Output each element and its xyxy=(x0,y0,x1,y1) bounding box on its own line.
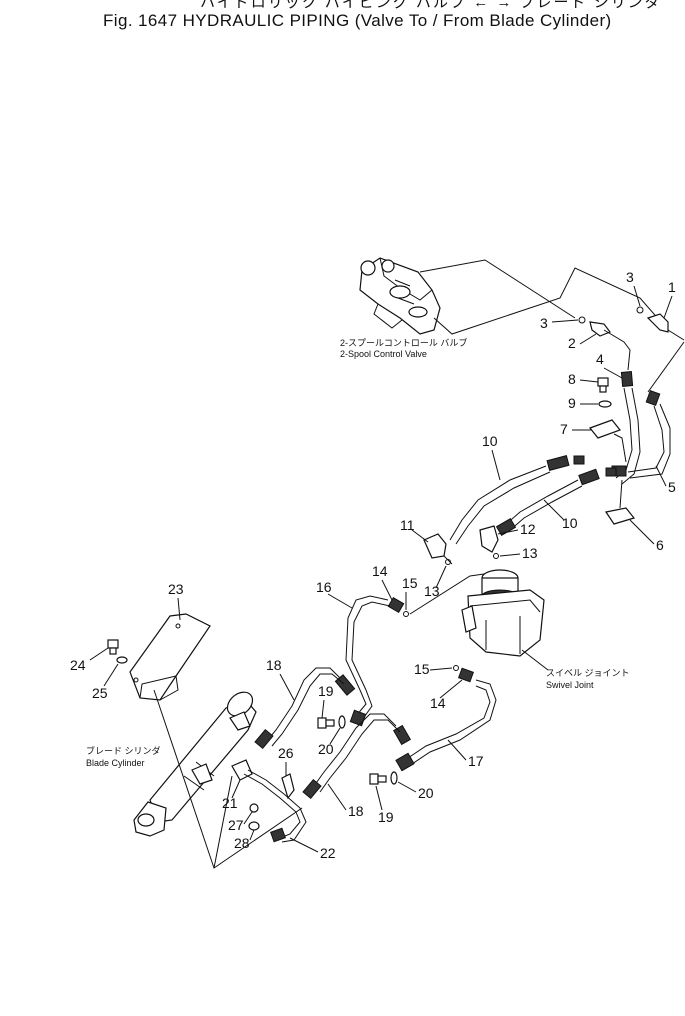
callout-4: 4 xyxy=(596,351,604,367)
elbow-11 xyxy=(423,533,447,559)
swivel-joint-label: Swivel Joint xyxy=(546,680,594,690)
callout-27: 27 xyxy=(228,817,244,833)
elbow-21 xyxy=(231,759,253,781)
callout-25: 25 xyxy=(92,685,108,701)
callout-21: 21 xyxy=(222,795,238,811)
hose-10-lower xyxy=(495,467,617,537)
leader-line xyxy=(419,259,576,319)
leader-line xyxy=(409,573,485,615)
clamp-26 xyxy=(281,773,295,800)
blade-cylinder-label: Blade Cylinder xyxy=(86,758,145,768)
fitting-1 xyxy=(636,306,669,333)
callout-12: 12 xyxy=(520,521,536,537)
blade-cylinder xyxy=(133,691,257,837)
washer-9 xyxy=(598,400,612,408)
o-ring-3 xyxy=(578,316,586,324)
callout-11: 11 xyxy=(400,517,415,533)
callout-10b: 10 xyxy=(562,515,578,531)
bolt-19 xyxy=(369,773,387,785)
callout-19a: 19 xyxy=(318,683,334,699)
leader-line xyxy=(647,341,685,393)
callout-8: 8 xyxy=(568,371,576,387)
control-valve-label-jp: 2-スプールコントロール バルブ xyxy=(340,337,467,348)
figure-title-japanese: ハイドロリック パイピング バルブ ← → ブレード シリンダ xyxy=(200,0,662,11)
swivel-joint xyxy=(461,569,545,657)
callout-2: 2 xyxy=(568,335,576,351)
callout-7: 7 xyxy=(560,421,568,437)
hose-10-upper xyxy=(449,454,585,545)
callout-15b: 15 xyxy=(414,661,430,677)
callout-14a: 14 xyxy=(372,563,388,579)
hose-5 xyxy=(611,390,671,479)
figure-title: Fig. 1647 HYDRAULIC PIPING (Valve To / F… xyxy=(103,11,612,30)
nut-27 xyxy=(249,803,259,813)
callout-10a: 10 xyxy=(482,433,498,449)
clamp-7 xyxy=(589,419,621,439)
callout-28: 28 xyxy=(234,835,250,851)
callout-17: 17 xyxy=(468,753,484,769)
callout-24: 24 xyxy=(70,657,86,673)
o-ring-13 xyxy=(493,553,499,559)
fitting-2 xyxy=(589,321,631,371)
bolt-19 xyxy=(317,717,335,729)
blade-cylinder-label-jp: ブレード シリンダ xyxy=(86,745,161,756)
hose-18-lower xyxy=(302,713,412,800)
callout-3b: 3 xyxy=(540,315,548,331)
washer-25 xyxy=(116,656,128,664)
bolt-8 xyxy=(597,377,609,393)
callout-20b: 20 xyxy=(418,785,434,801)
callout-5: 5 xyxy=(668,479,676,495)
callout-15a: 15 xyxy=(402,575,418,591)
elbow-12 xyxy=(479,525,499,553)
callout-20a: 20 xyxy=(318,741,334,757)
control-valve xyxy=(359,257,441,335)
callout-13a: 13 xyxy=(522,545,538,561)
fitting-14 xyxy=(458,667,474,683)
callout-18b: 18 xyxy=(348,803,364,819)
hose-18-upper xyxy=(254,667,356,750)
control-valve-label: 2-Spool Control Valve xyxy=(340,349,427,359)
fitting-14 xyxy=(387,596,405,614)
callout-19b: 19 xyxy=(378,809,394,825)
callout-13b: 13 xyxy=(424,583,440,599)
callout-23: 23 xyxy=(168,581,184,597)
washer-20 xyxy=(338,715,346,729)
plate-6 xyxy=(605,507,636,525)
o-ring-15 xyxy=(453,665,459,671)
washer-28 xyxy=(248,821,260,831)
callout-16: 16 xyxy=(316,579,332,595)
callout-9: 9 xyxy=(568,395,576,411)
swivel-joint-label-jp: スイベル ジョイント xyxy=(546,668,630,678)
callout-18a: 18 xyxy=(266,657,282,673)
callout-22: 22 xyxy=(320,845,336,861)
washer-20 xyxy=(390,771,398,785)
tube-17 xyxy=(395,679,497,772)
callout-3a: 3 xyxy=(626,269,634,285)
callout-1: 1 xyxy=(668,279,676,295)
bolt-24 xyxy=(107,639,119,655)
figure-header: ハイドロリック パイピング バルブ ← → ブレード シリンダ Fig. 164… xyxy=(0,0,685,40)
callout-14b: 14 xyxy=(430,695,446,711)
o-ring-15 xyxy=(403,611,409,617)
callout-26: 26 xyxy=(278,745,294,761)
leader-line xyxy=(433,267,685,341)
tube-16 xyxy=(345,595,391,727)
callout-6: 6 xyxy=(656,537,664,553)
cover-23 xyxy=(129,613,211,701)
